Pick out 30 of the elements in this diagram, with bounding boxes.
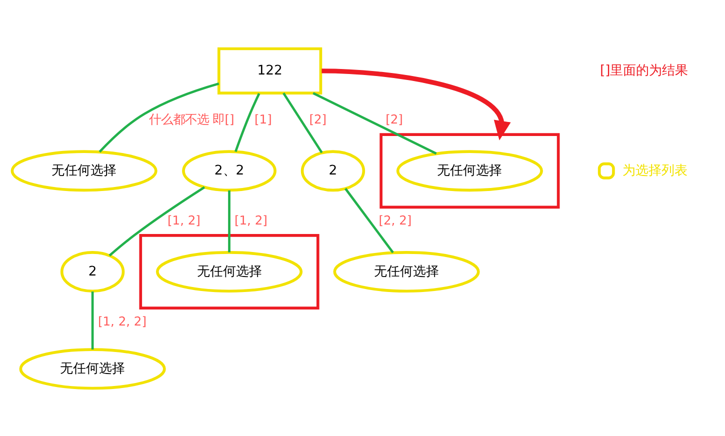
label: []里面的为结果 xyxy=(600,62,688,78)
connector xyxy=(91,291,94,349)
node-ellipse: 2 xyxy=(300,150,366,192)
edge-label: [1, 2] xyxy=(234,213,268,228)
node-ellipse: 2 xyxy=(60,250,125,292)
connector xyxy=(282,92,323,153)
edge-label: [2] xyxy=(309,112,327,126)
node-ellipse: 无任何选择 xyxy=(10,150,158,192)
cluster xyxy=(139,234,320,309)
connector xyxy=(108,186,206,256)
connector xyxy=(234,92,260,152)
edge-label: [2, 2] xyxy=(378,213,412,228)
node-ellipse: 无任何选择 xyxy=(156,250,303,292)
edge-label: 什么都不选 即[] xyxy=(148,112,234,126)
connector xyxy=(98,82,220,152)
node-box: 122 xyxy=(217,46,322,94)
edge-label: [1] xyxy=(254,112,272,126)
edge-label: [2] xyxy=(386,112,403,126)
node-ellipse: 无任何选择 xyxy=(396,150,543,192)
node-ellipse: 无任何选择 xyxy=(333,250,480,292)
connector xyxy=(312,92,437,154)
cluster xyxy=(380,132,560,208)
edge-label: [1, 2] xyxy=(168,213,200,228)
node-ellipse: 无任何选择 xyxy=(19,348,166,390)
arrow xyxy=(322,68,511,140)
connector xyxy=(344,187,394,253)
legend-label: 为选择列表 xyxy=(622,162,688,178)
edge-label: [1, 2, 2] xyxy=(98,314,147,328)
node-ellipse: 2、2 xyxy=(182,150,276,192)
connector xyxy=(228,190,230,252)
